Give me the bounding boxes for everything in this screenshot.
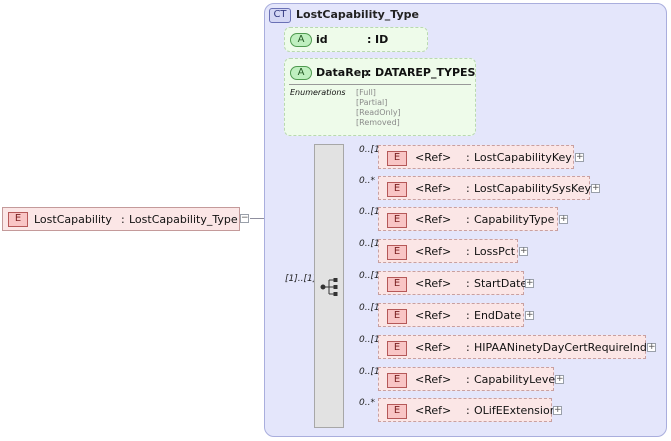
child-element-startdate[interactable]: E <Ref>: StartDate (378, 271, 528, 295)
element-badge: E (387, 213, 407, 228)
element-ref-label: <Ref> (415, 341, 452, 354)
element-separator: : (466, 245, 470, 258)
element-occurrence: 0..* (359, 176, 375, 186)
child-element-losspct[interactable]: E <Ref>: LossPct (378, 239, 518, 263)
element-badge: E (387, 373, 407, 388)
complex-type-badge: CT (269, 8, 291, 23)
element-name: LostCapabilityKey (474, 151, 572, 164)
enumerations-label: Enumerations (290, 88, 346, 97)
element-name: CapabilityType (474, 213, 555, 226)
element-separator: : (466, 309, 470, 322)
element-separator: : (466, 404, 470, 417)
element-separator: : (466, 277, 470, 290)
child-element-olifeextension[interactable]: E <Ref>: OLifEExtension (378, 398, 557, 422)
element-name: OLifEExtension (474, 404, 557, 417)
attribute-badge: A (290, 66, 312, 80)
element-name: LossPct (474, 245, 516, 258)
attribute-datarep[interactable]: A DataRep : DATAREP_TYPES Enumerations [… (284, 58, 476, 136)
child-element-hipaaninetydaycertrequireind[interactable]: E <Ref>: HIPAANinetyDayCertRequireInd (378, 335, 647, 359)
element-separator: : (466, 182, 470, 195)
element-badge: E (387, 404, 407, 419)
child-element-enddate[interactable]: E <Ref>: EndDate (378, 303, 524, 327)
sequence-occurrence: [1]..[1] (285, 274, 317, 284)
element-occurrence: 0..[1] (359, 207, 384, 217)
expand-button[interactable]: + (519, 246, 528, 256)
element-name: EndDate (474, 309, 522, 322)
attribute-separator: : (367, 33, 372, 46)
child-element-capabilitytype[interactable]: E <Ref>: CapabilityType (378, 207, 558, 231)
element-occurrence: 0..[1] (359, 303, 384, 313)
expand-button[interactable]: + (525, 310, 534, 320)
element-badge: E (387, 182, 407, 197)
enumeration-item: [Partial] (356, 98, 388, 107)
attribute-name: DataRep (316, 66, 370, 79)
element-occurrence: 0..[1] (359, 239, 384, 249)
expand-button[interactable]: + (525, 278, 534, 288)
element-ref-label: <Ref> (415, 309, 452, 322)
attribute-id[interactable]: A id : ID (284, 27, 428, 52)
element-name: LostCapabilitySysKey (474, 182, 591, 195)
element-badge: E (387, 309, 407, 324)
attribute-badge: A (290, 33, 312, 47)
sequence-compositor[interactable] (314, 144, 344, 428)
attribute-name: id (316, 33, 328, 46)
complex-type-name: LostCapability_Type (296, 8, 419, 21)
element-occurrence: 0..[1] (359, 335, 384, 345)
attribute-type: DATAREP_TYPES (375, 66, 476, 79)
child-element-capabilitylevel[interactable]: E <Ref>: CapabilityLevel (378, 367, 558, 391)
expand-button[interactable]: + (575, 152, 584, 162)
root-element[interactable]: E LostCapability : LostCapability_Type (2, 207, 240, 231)
element-occurrence: 0..[1] (359, 145, 384, 155)
element-name: HIPAANinetyDayCertRequireInd (474, 341, 647, 354)
attribute-separator: : (367, 66, 372, 79)
element-ref-label: <Ref> (415, 213, 452, 226)
element-ref-label: <Ref> (415, 277, 452, 290)
root-element-type: LostCapability_Type (129, 213, 238, 226)
root-element-name: LostCapability (34, 213, 112, 226)
element-separator: : (466, 373, 470, 386)
collapse-button[interactable]: − (240, 213, 249, 223)
element-badge: E (8, 212, 28, 227)
element-ref-label: <Ref> (415, 245, 452, 258)
expand-button[interactable]: + (553, 405, 562, 415)
element-occurrence: 0..[1] (359, 367, 384, 377)
attribute-type: ID (375, 33, 389, 46)
sequence-icon (320, 278, 338, 296)
element-ref-label: <Ref> (415, 151, 452, 164)
element-occurrence: 0..* (359, 398, 375, 408)
element-badge: E (387, 277, 407, 292)
element-ref-label: <Ref> (415, 182, 452, 195)
root-separator: : (121, 213, 125, 226)
enumeration-divider (289, 84, 471, 85)
element-separator: : (466, 151, 470, 164)
enumeration-item: [Removed] (356, 118, 400, 127)
expand-button[interactable]: + (591, 183, 600, 193)
child-element-lostcapabilitykey[interactable]: E <Ref>: LostCapabilityKey (378, 145, 574, 169)
element-name: CapabilityLevel (474, 373, 559, 386)
element-badge: E (387, 245, 407, 260)
child-element-lostcapabilitysyskey[interactable]: E <Ref>: LostCapabilitySysKey (378, 176, 591, 200)
element-badge: E (387, 151, 407, 166)
expand-button[interactable]: + (559, 214, 568, 224)
expand-button[interactable]: + (647, 342, 656, 352)
enumeration-item: [Full] (356, 88, 376, 97)
element-occurrence: 0..[1] (359, 271, 384, 281)
element-ref-label: <Ref> (415, 373, 452, 386)
element-separator: : (466, 341, 470, 354)
element-ref-label: <Ref> (415, 404, 452, 417)
element-separator: : (466, 213, 470, 226)
enumeration-item: [ReadOnly] (356, 108, 401, 117)
element-name: StartDate (474, 277, 528, 290)
element-badge: E (387, 341, 407, 356)
expand-button[interactable]: + (555, 374, 564, 384)
